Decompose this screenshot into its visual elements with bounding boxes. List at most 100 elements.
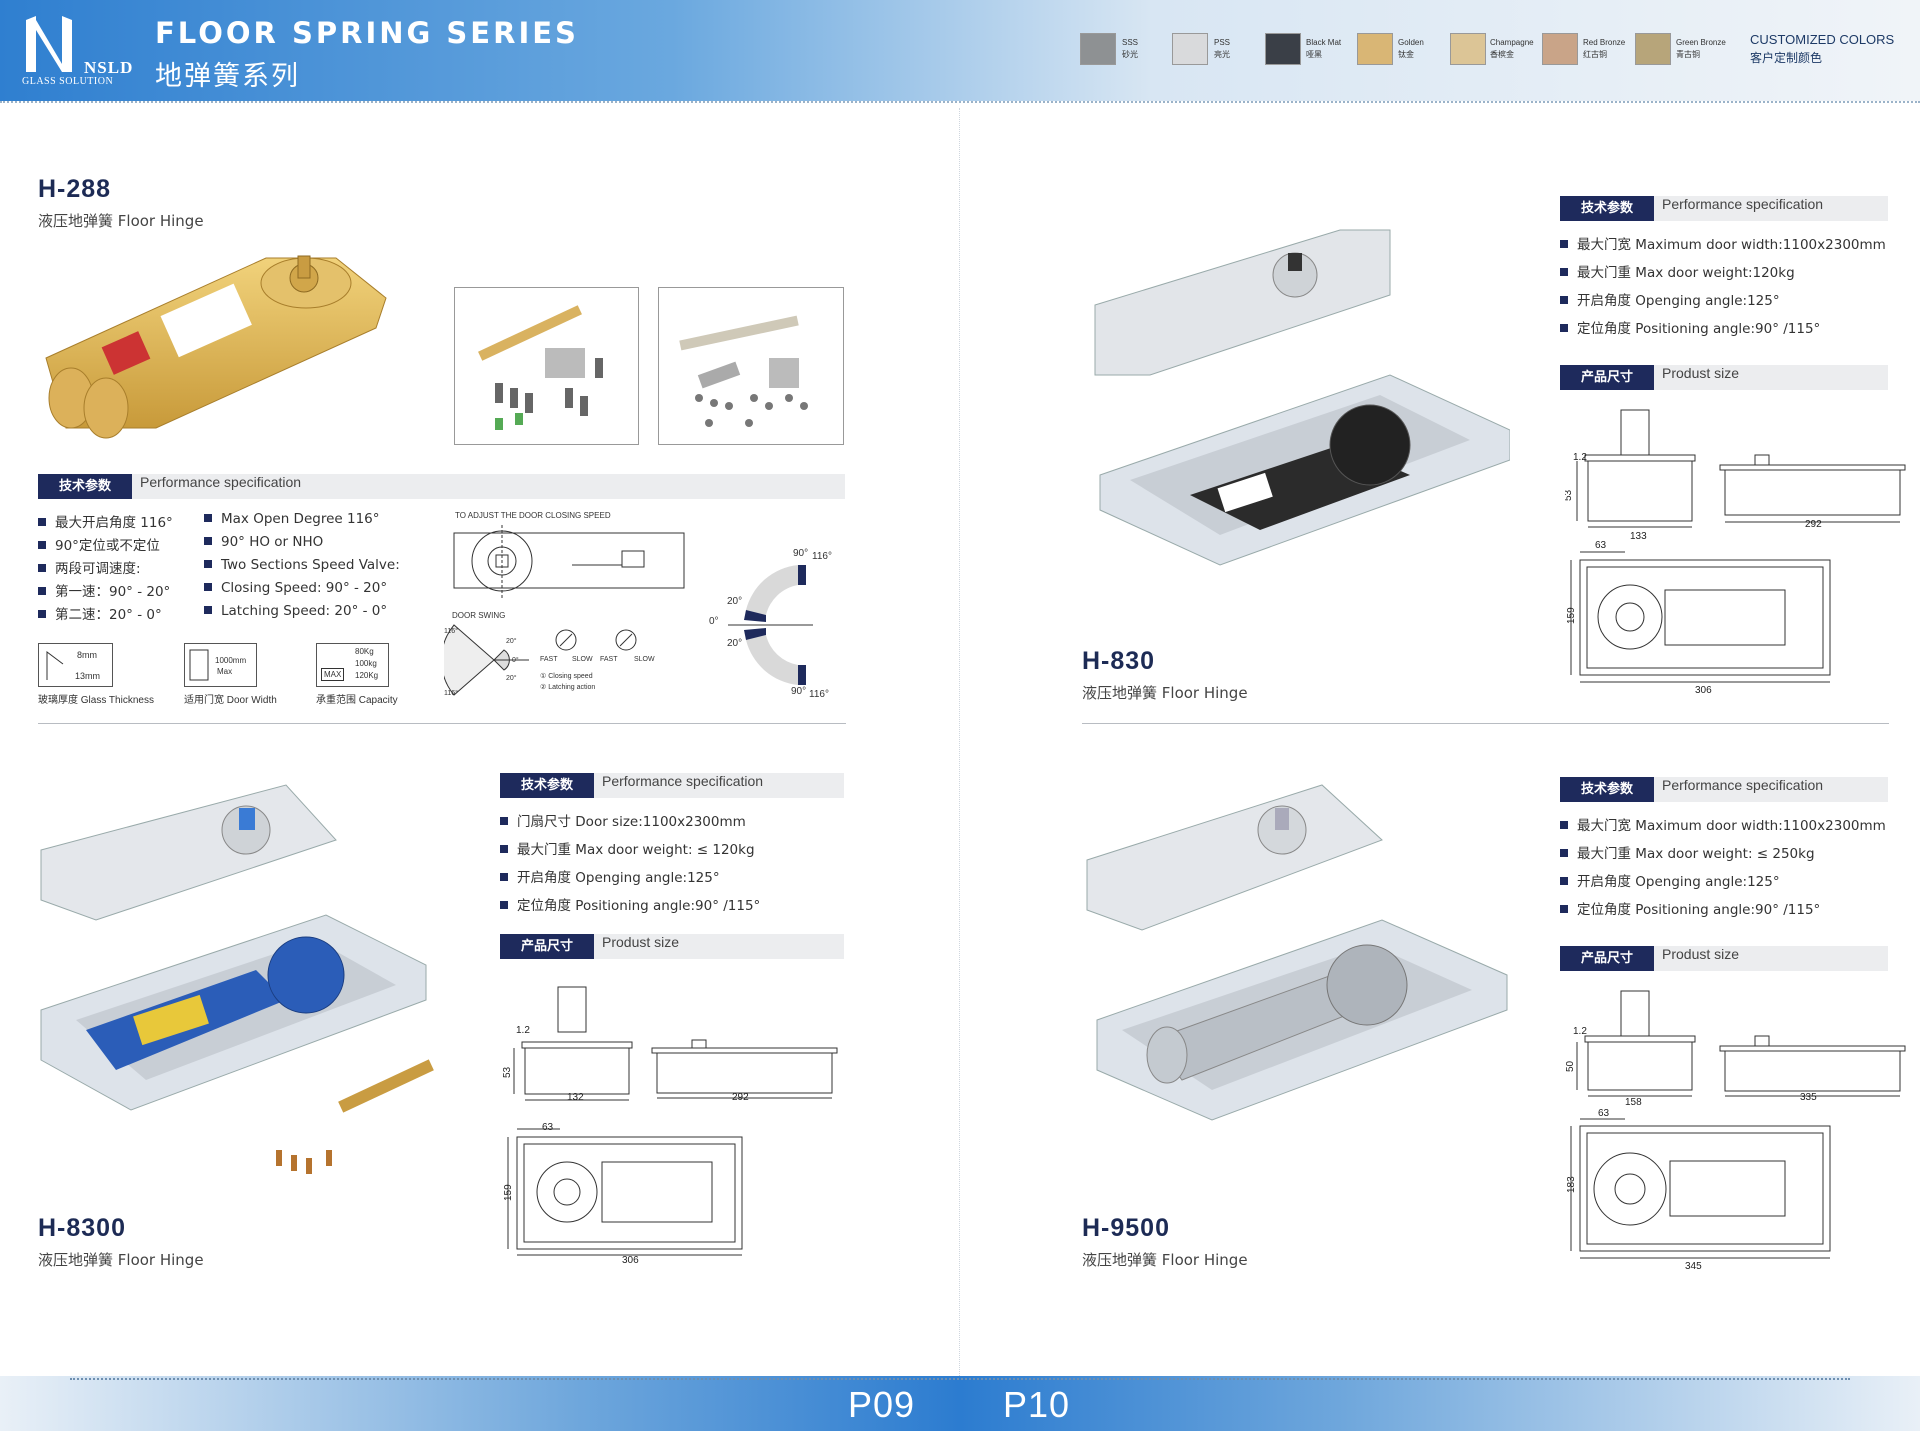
svg-text:50: 50 [1565,1060,1576,1072]
h830-spec-bar: 技术参数 Performance specification [1560,196,1888,221]
series-title-en: FLOOR SPRING SERIES [155,16,579,50]
spec-item: 开启角度 Openging angle:125° [1560,870,1780,890]
swatch-label-en: Champagne [1490,38,1534,47]
h288-spec-bar: 技术参数 Performance specification [38,474,845,499]
spec-item: 最大门宽 Maximum door width:1100x2300mm [1560,814,1886,834]
door-swing-title: DOOR SWING [452,611,506,620]
spec-item: 定位角度 Positioning angle:90° /115° [1560,317,1820,337]
section-divider [38,723,846,724]
model-subtitle: 液压地弹簧 Floor Hinge [38,1251,204,1269]
h8300-dimension-drawing: 1.2 53 132 292 63 159 306 [502,986,838,1266]
model-subtitle: 液压地弹簧 Floor Hinge [1082,684,1248,702]
model-subtitle: 液压地弹簧 Floor Hinge [38,212,204,230]
h830-size-bar: 产品尺寸 Produst size [1560,365,1888,390]
door-swing-diagram [444,624,529,696]
spec-item: 开启角度 Openging angle:125° [500,866,720,886]
model-title: H-830 [1082,647,1156,675]
svg-text:292: 292 [1805,519,1822,530]
glass-thickness-label: 玻璃厚度 Glass Thickness [38,695,154,706]
svg-text:132: 132 [567,1092,584,1103]
swatch-red-bronze [1542,33,1578,65]
swatch-green-bronze [1635,33,1671,65]
swatch-label-cn: 钛金 [1398,50,1414,59]
swatch-label-cn: 青古铜 [1676,50,1700,59]
swatch-golden [1357,33,1393,65]
glass-thickness-box: 8mm 13mm [38,643,113,687]
opening-angle-diagram [728,565,813,685]
adjust-title: TO ADJUST THE DOOR CLOSING SPEED [455,511,611,520]
size-tag: 产品尺寸 [500,934,594,959]
spec-label: Performance specification [1662,777,1824,793]
swatch-label-en: Golden [1398,38,1424,47]
swatch-black-mat [1265,33,1301,65]
svg-text:159: 159 [503,1184,514,1201]
speed-adjust-diagram [453,525,685,598]
customized-colors-en: CUSTOMIZED COLORS [1750,32,1895,47]
page-number-left: P09 [848,1384,916,1425]
svg-text:183: 183 [1566,1176,1577,1193]
glass-icon [46,651,64,680]
svg-text:133: 133 [1630,531,1647,542]
footer-divider [70,1378,1850,1380]
swatch-champagne [1450,33,1486,65]
logo-brand: NSLD [84,58,134,77]
spec-tag: 技术参数 [1560,196,1654,221]
customized-colors-cn: 客户定制颜色 [1750,51,1823,65]
size-label: Produst size [602,934,680,950]
h9500-size-bar: 产品尺寸 Produst size [1560,946,1888,971]
model-title: H-9500 [1082,1214,1170,1242]
swatch-label-en: Red Bronze [1583,38,1626,47]
spec-label: Performance specification [602,773,764,789]
swatch-label-cn: 亮光 [1214,50,1230,59]
swatch-label-en: Black Mat [1306,38,1342,47]
h830-dimension-drawing: 1.2 53 133 292 63 159 306 [1565,409,1906,695]
door-icon [189,649,209,681]
svg-text:63: 63 [1598,1108,1610,1119]
spec-tag: 技术参数 [38,474,132,499]
size-tag: 产品尺寸 [1560,365,1654,390]
svg-text:1.2: 1.2 [516,1025,530,1036]
svg-text:159: 159 [1566,607,1577,624]
swatch-label-cn: 香槟金 [1490,50,1514,59]
spec-item: 90°定位或不定位 [38,534,160,554]
section-divider [1082,723,1889,724]
swatch-label-en: Green Bronze [1676,38,1726,47]
swatch-label-en: PSS [1214,38,1231,47]
header-divider [0,101,1920,103]
valve-icons [555,629,637,651]
h8300-size-bar: 产品尺寸 Produst size [500,934,844,959]
spec-item: 最大门宽 Maximum door width:1100x2300mm [1560,233,1886,253]
spec-label: Performance specification [140,474,302,490]
h9500-dimension-drawing: 1.2 50 158 335 63 183 345 [1565,990,1906,1272]
spec-item: 最大门重 Max door weight: ≤ 250kg [1560,842,1815,862]
spec-tag: 技术参数 [500,773,594,798]
capacity-box: MAX 80Kg 100kg 120Kg [316,643,389,687]
svg-text:306: 306 [1695,685,1712,695]
model-title: H-8300 [38,1214,126,1242]
svg-text:345: 345 [1685,1261,1702,1272]
spec-item: 最大门重 Max door weight:120kg [1560,261,1795,281]
model-title: H-288 [38,175,112,203]
spec-item: 门扇尺寸 Door size:1100x2300mm [500,810,746,830]
svg-text:63: 63 [542,1122,554,1133]
swatch-label-cn: 哑黑 [1306,50,1322,59]
spec-label: Performance specification [1662,196,1824,212]
swatch-sss [1080,33,1116,65]
spec-item: 最大开启角度 116° [38,511,173,531]
model-subtitle: 液压地弹簧 Floor Hinge [1082,1251,1248,1269]
spec-item: 定位角度 Positioning angle:90° /115° [500,894,760,914]
footer-band [0,1376,1920,1431]
svg-text:53: 53 [502,1066,513,1078]
spec-item: 定位角度 Positioning angle:90° /115° [1560,898,1820,918]
page-number-right: P10 [1003,1384,1071,1425]
swatch-label-cn: 砂光 [1122,50,1138,59]
logo-mark-icon [26,16,72,72]
h288-accessories-silver-box [658,287,844,445]
size-label: Produst size [1662,946,1740,962]
spec-item: 第一速：90° - 20° [38,580,170,600]
capacity-label: 承重范围 Capacity [316,695,398,706]
spec-item: 两段可调速度: [38,557,141,577]
spec-item: Two Sections Speed Valve: [204,557,400,573]
page-gutter [959,108,960,1378]
header-band [0,0,1920,101]
